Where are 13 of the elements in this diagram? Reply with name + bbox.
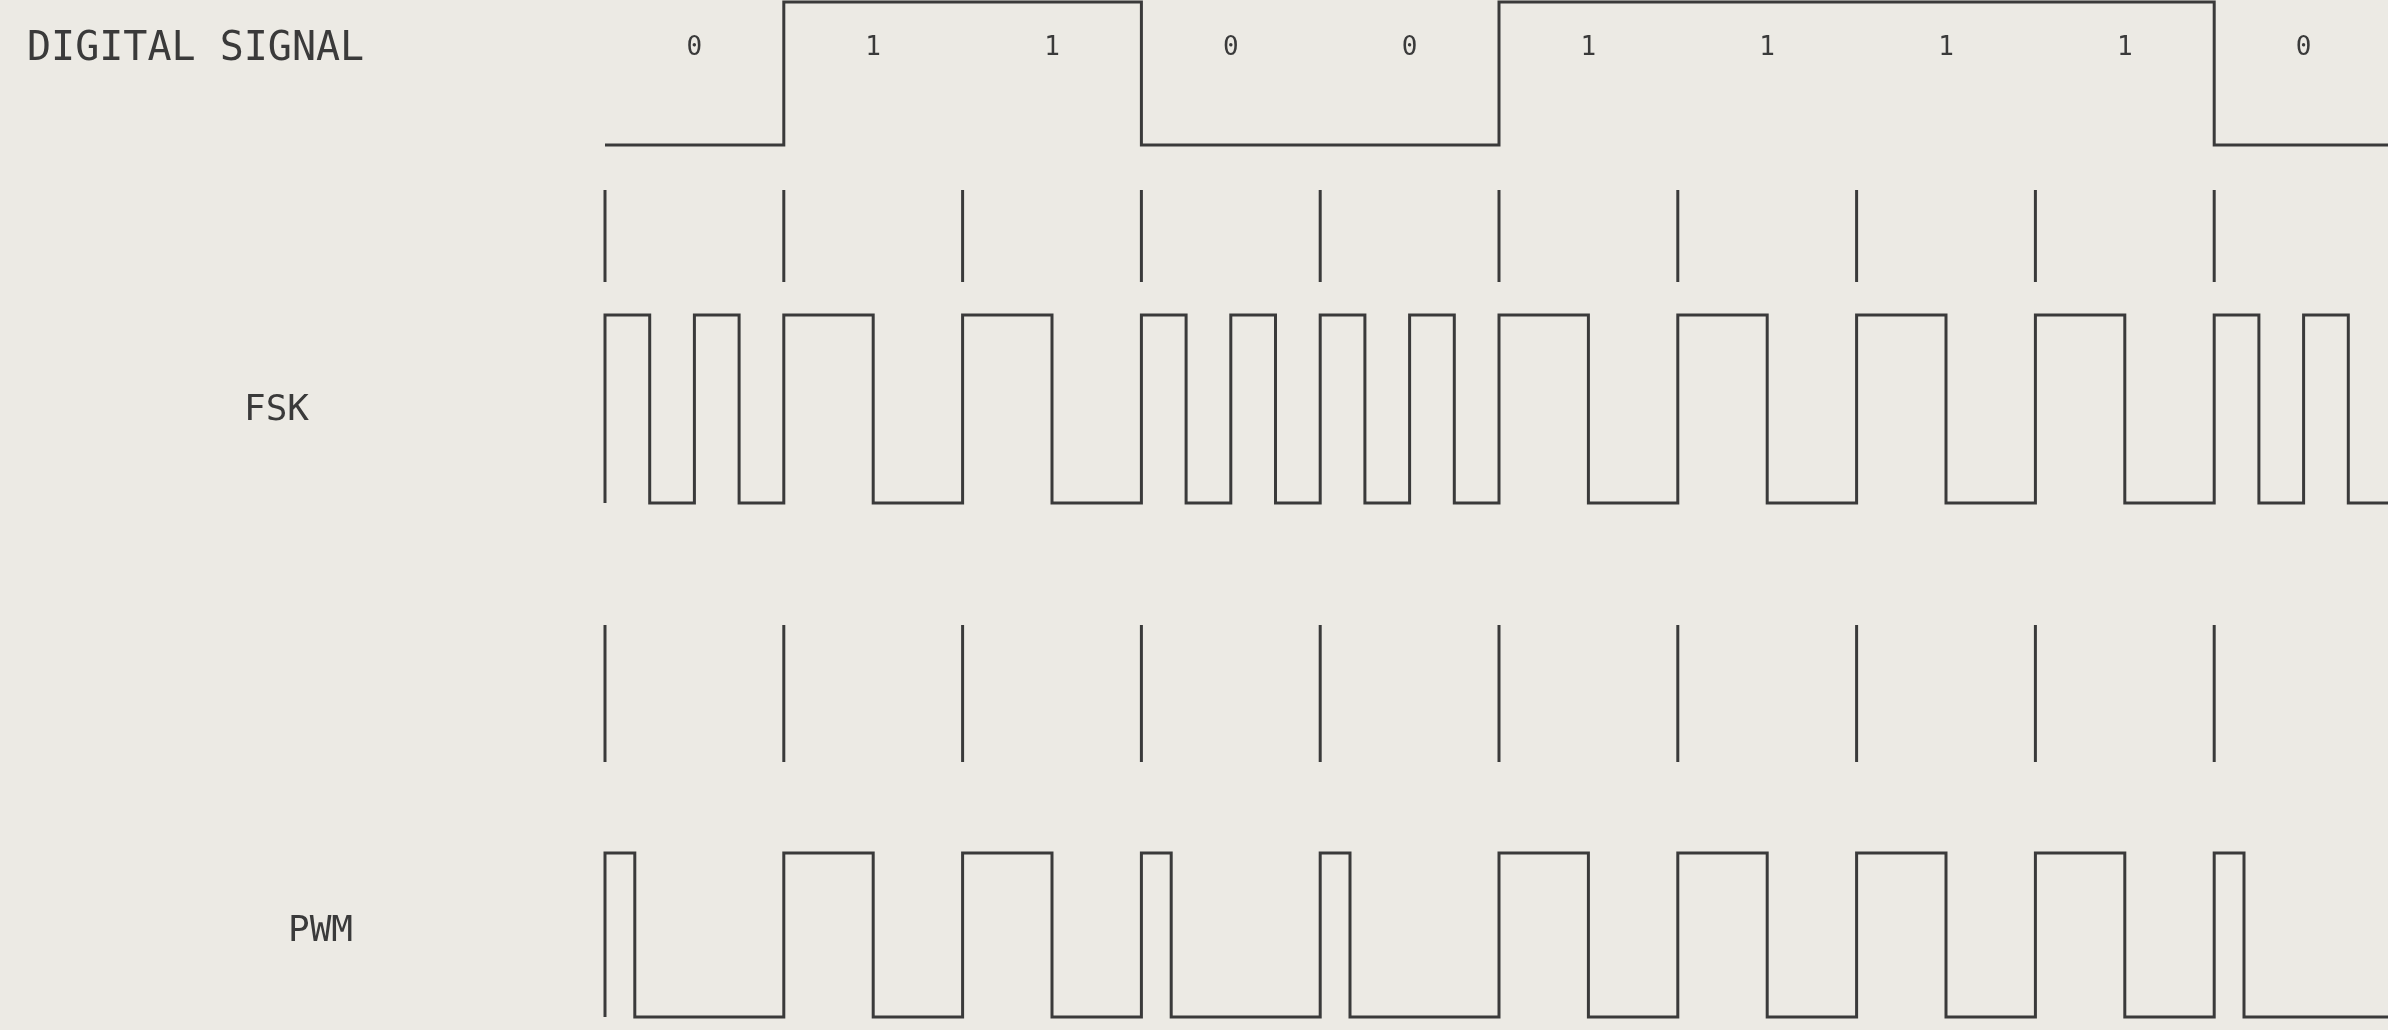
bit-value: 1 <box>865 33 881 59</box>
bit-value: 1 <box>2116 33 2133 59</box>
bit-value: 0 <box>686 33 703 59</box>
bit-value: 1 <box>1044 33 1060 59</box>
bit-value: 0 <box>2295 33 2312 59</box>
bit-value: 1 <box>1759 33 1775 59</box>
bit-value: 1 <box>1580 33 1597 59</box>
bit-value: 1 <box>1938 33 1954 59</box>
bit-value: 0 <box>1222 33 1239 59</box>
bit-value: 0 <box>1401 33 1418 59</box>
waveform-label: FSK <box>244 390 310 426</box>
waveform-label: PWM <box>288 911 354 947</box>
signal-label: DIGITAL SIGNAL <box>27 26 365 66</box>
